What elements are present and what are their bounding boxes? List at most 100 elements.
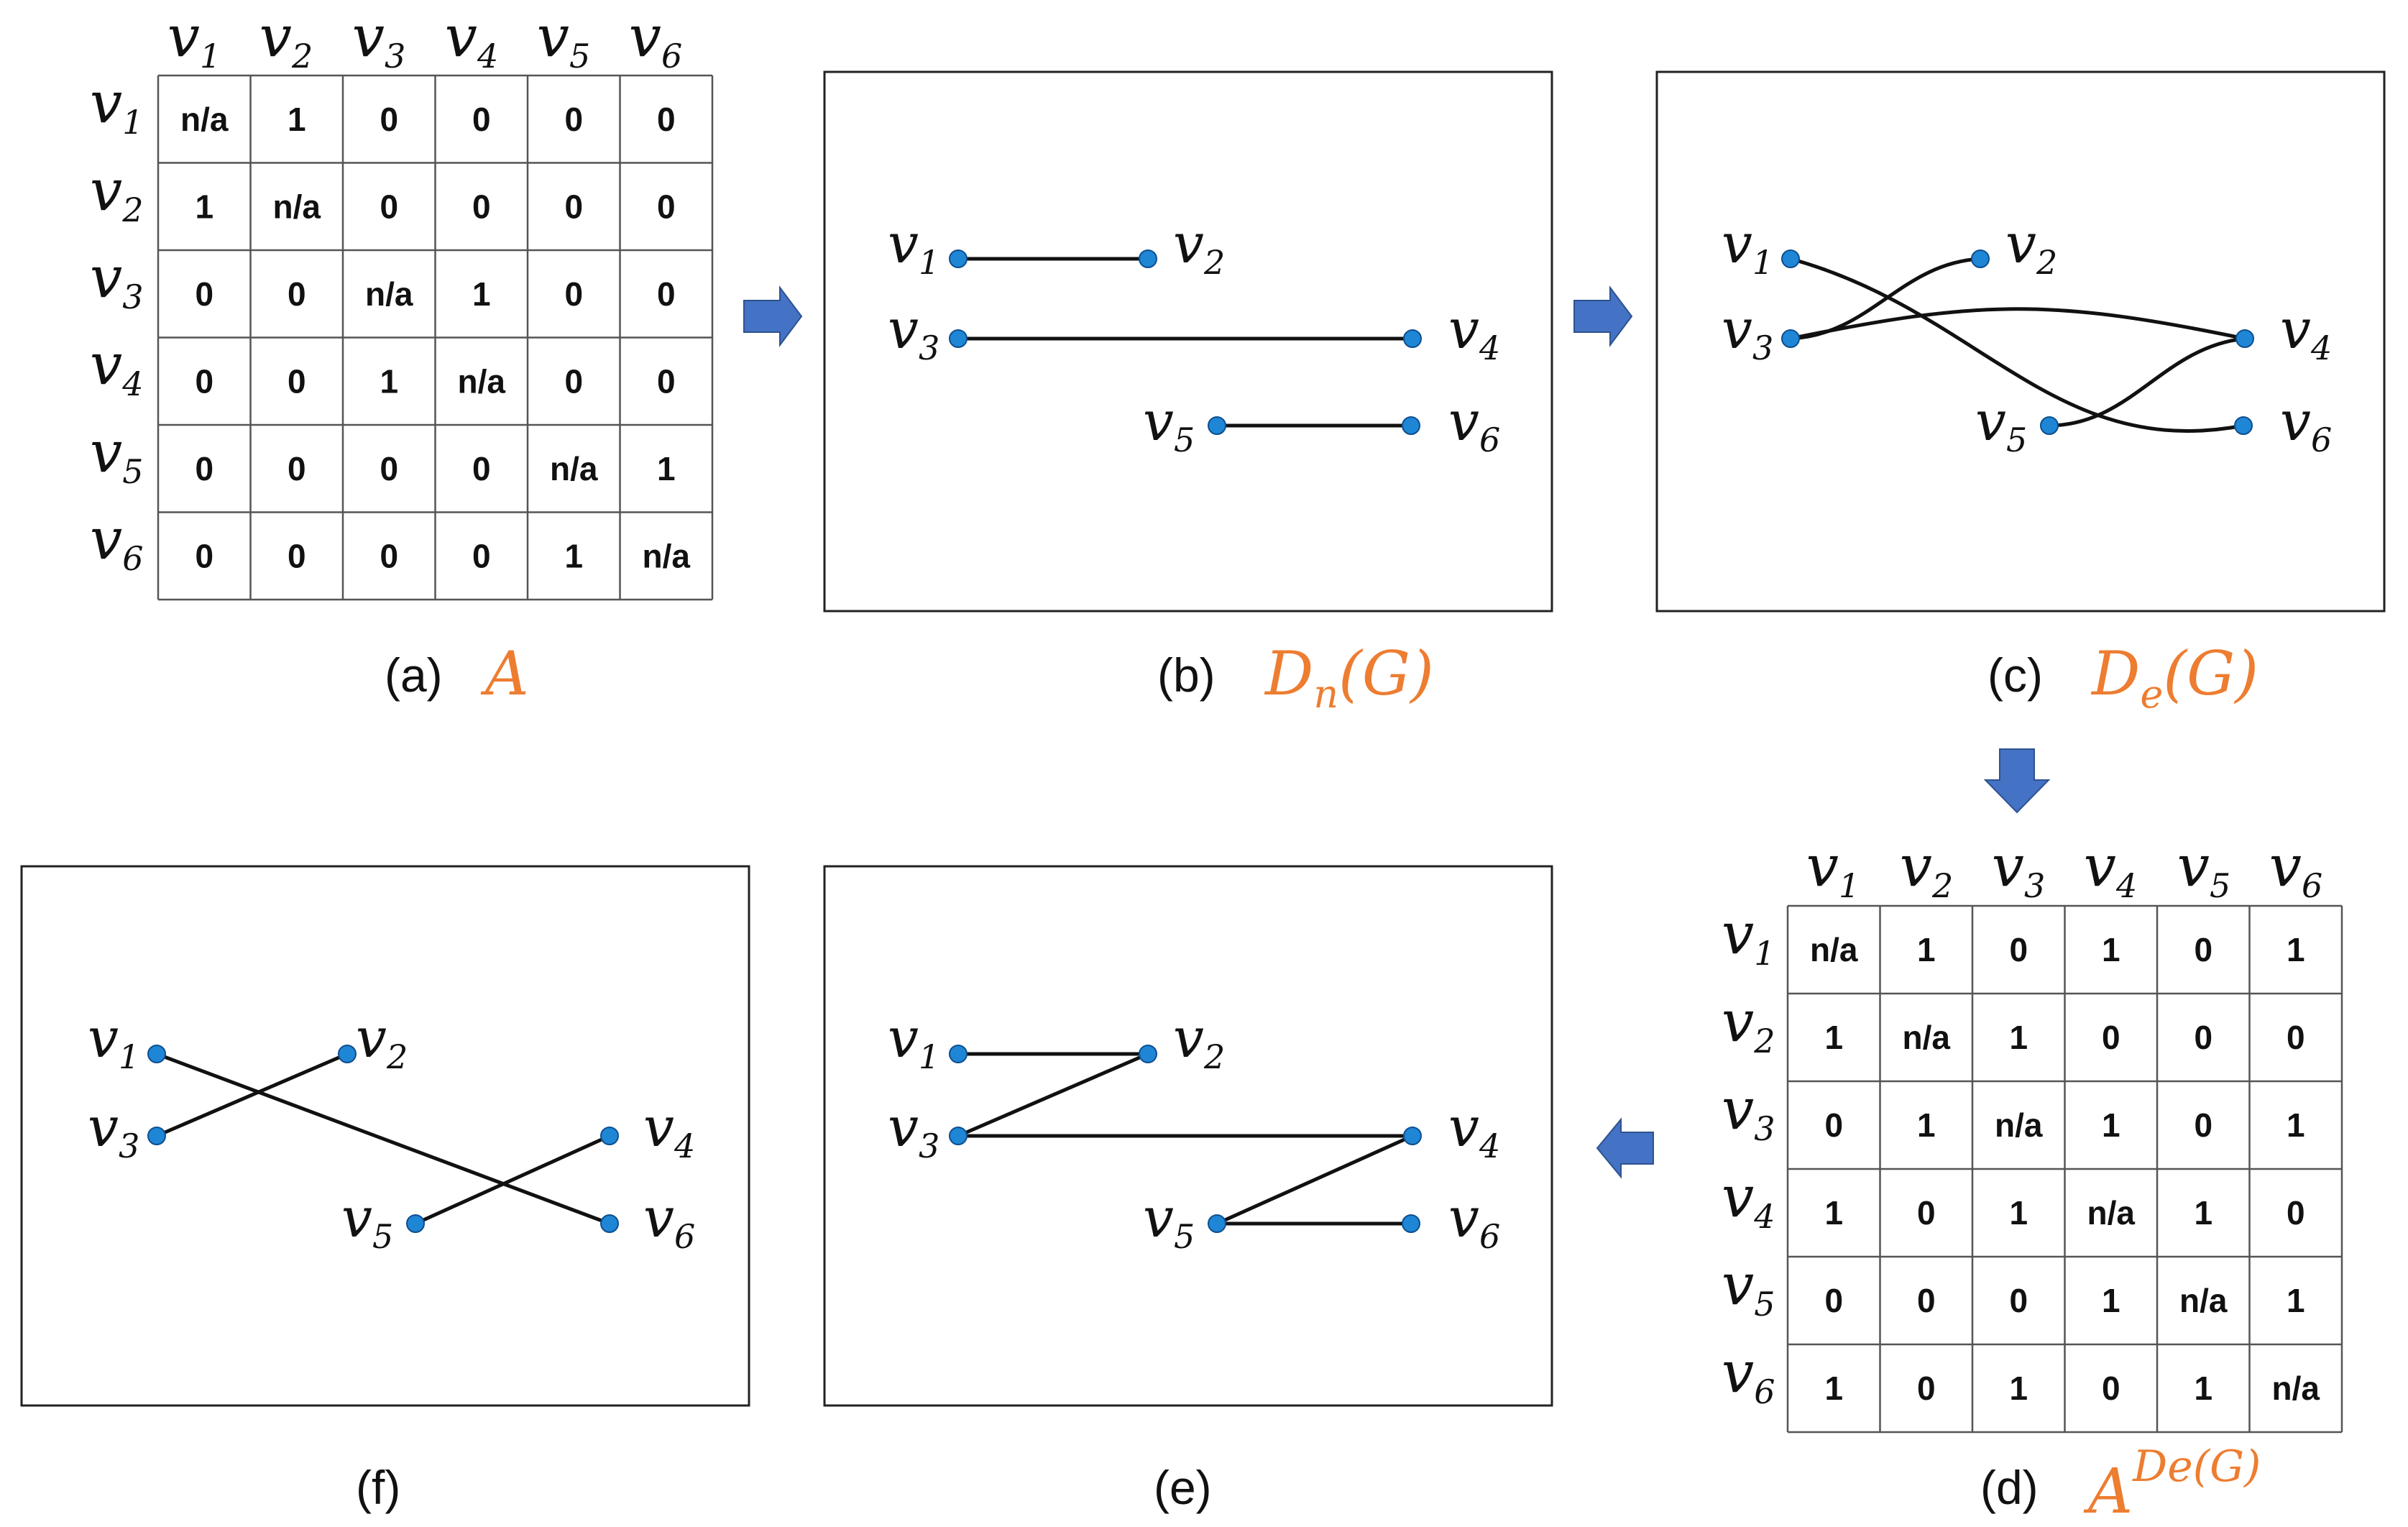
matrix-cell: 1 [195,188,213,225]
graph-node-v5 [2040,416,2059,435]
matrix-cell: 0 [472,450,491,487]
graph-edge [2047,336,2247,428]
matrix-cell: n/a [458,362,506,400]
matrix-cell: 1 [2194,1370,2212,1407]
panel-c-label-v3: v3 [1722,297,1773,367]
caption-c: (c) [1987,648,2043,702]
graph-node-v5 [1208,1214,1226,1233]
panel-b-frame [823,70,1553,613]
panel-e-label-v3: v3 [888,1095,939,1165]
panel-e-label-v5: v5 [1143,1186,1195,1256]
panel-b-label-v6: v6 [1448,389,1500,459]
matrix-a-row-header: v5 [90,418,143,491]
matrix-a-title: A [480,638,529,709]
matrix-cell: 0 [657,188,676,225]
panel-e-label-v2: v2 [1173,1006,1225,1076]
panel-e-nodes [949,1045,1422,1233]
matrix-cell: 0 [380,101,398,138]
panel-e: v1 v2 v3 v4 v5 v6 (e) [823,865,1553,1514]
panel-b-label-v3: v3 [888,297,939,367]
graph-node-v1 [949,249,968,268]
matrix-cell: 1 [2287,1106,2305,1144]
matrix-a-row-header: v1 [90,69,143,142]
matrix-a-row-header: v3 [90,244,143,316]
matrix-cell: 0 [288,450,306,487]
matrix-cell: 0 [195,450,213,487]
matrix-cell: n/a [2087,1194,2136,1232]
matrix-cell: 0 [2287,1019,2305,1056]
matrix-cell: 0 [657,101,676,138]
matrix-a-col-header: v3 [352,3,405,75]
matrix-d-row-header: v2 [1722,988,1775,1060]
panel-f-nodes [147,1045,619,1233]
panel-f-frame [20,865,750,1407]
panel-c-nodes [1781,249,2254,435]
panel-b-label-v2: v2 [1173,211,1225,282]
matrix-cell: 0 [380,537,398,574]
matrix-cell: 0 [2194,1019,2212,1056]
matrix-cell: 0 [564,275,583,313]
panel-c-label-v6: v6 [2280,389,2332,459]
panel-b-title: Dn(G) [1264,638,1434,717]
panel-b-nodes [949,249,1422,435]
caption-e: (e) [1154,1461,1212,1514]
matrix-a-col-header: v1 [167,3,221,75]
matrix-cell: 0 [2009,931,2028,968]
caption-d: (d) [1980,1461,2039,1514]
caption-a: (a) [385,648,443,702]
graph-node-v5 [1208,416,1226,435]
matrix-cell: 1 [2102,931,2120,968]
panel-f-label-v3: v3 [88,1095,139,1165]
matrix-cell: n/a [1995,1106,2043,1144]
matrix-d-row-header: v5 [1722,1251,1775,1324]
caption-b: (b) [1157,648,1216,702]
panel-e-edges [956,1052,1415,1226]
graph-node-v3 [147,1127,166,1145]
matrix-a-row-header: v2 [90,157,143,229]
panel-e-label-v1: v1 [888,1006,939,1076]
matrix-cell: 0 [564,101,583,138]
matrix-cell: 0 [2009,1282,2028,1319]
matrix-cell: 1 [380,362,398,400]
graph-node-v2 [1139,1045,1157,1063]
panel-f-label-v1: v1 [88,1006,139,1076]
matrix-cell: 0 [1917,1370,1936,1407]
matrix-cell: 0 [195,275,213,313]
matrix-cell: 0 [1824,1282,1843,1319]
graph-node-v4 [1403,1127,1422,1145]
matrix-d-row-header: v1 [1722,900,1775,973]
panel-c-label-v5: v5 [1975,389,2027,459]
matrix-cell: 0 [380,188,398,225]
matrix-cell: 0 [2102,1370,2120,1407]
matrix-cell: n/a [2272,1370,2320,1407]
graph-node-v3 [949,329,968,348]
matrix-d-col-header: v3 [1992,833,2045,905]
matrix-cell: 0 [2287,1194,2305,1232]
panel-c-edges [1788,257,2247,433]
graph-node-v6 [1402,1214,1420,1233]
matrix-cell: 0 [288,275,306,313]
graph-node-v6 [1402,416,1420,435]
matrix-d-col-header: v6 [2269,833,2322,905]
matrix-cell: 0 [380,450,398,487]
panel-c: v1 v2 v3 v4 v5 v6 (c) De(G) [1655,70,2386,717]
graph-node-v4 [2235,329,2254,348]
graph-edge [1788,307,2247,341]
graph-node-v1 [147,1045,166,1063]
panel-c-title: De(G) [2090,638,2258,717]
matrix-cell: 0 [288,537,306,574]
matrix-d-title: ADe(G) [2083,1441,2261,1527]
graph-edge [155,1052,349,1138]
matrix-cell: 0 [657,362,676,400]
matrix-cell: 0 [2194,931,2212,968]
graph-node-v2 [1971,249,1990,268]
matrix-cell: 0 [472,537,491,574]
matrix-cell: 1 [1824,1194,1843,1232]
graph-node-v4 [600,1127,619,1145]
caption-f: (f) [356,1461,400,1514]
panel-b-label-v1: v1 [888,211,939,282]
graph-node-v3 [1781,329,1800,348]
matrix-cell: 1 [564,537,583,574]
matrix-cell: 1 [288,101,306,138]
